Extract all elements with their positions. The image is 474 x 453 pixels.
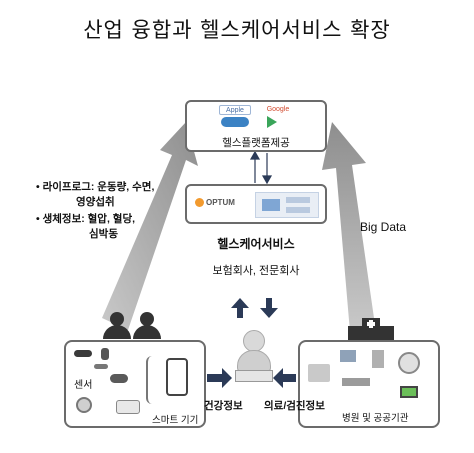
ring-device — [76, 397, 92, 413]
optum-mark-icon — [195, 198, 204, 208]
people-icon — [100, 312, 170, 340]
healthcare-service-label: 헬스케어서비스 — [217, 237, 295, 251]
hospital-panel: 병원 및 공공기관 — [298, 340, 440, 428]
biometric-note: • 생체정보: 혈압, 혈당, 심박동 — [36, 212, 186, 242]
wristband-device — [74, 350, 92, 357]
scanner-device — [398, 352, 420, 374]
optum-logo-text: OPTUM — [206, 198, 235, 207]
lifelog-line-2: 영양섭취 — [76, 196, 115, 208]
bed-device — [342, 378, 370, 386]
bracket-divider — [146, 356, 154, 404]
lifelog-note: • 라이프로그: 운동량, 수면, 영양섭취 — [36, 180, 186, 210]
green-monitor-device — [400, 386, 418, 398]
tracker-device — [110, 374, 128, 383]
healthcare-service-box: OPTUM — [185, 184, 327, 224]
right-block-arrow — [273, 368, 296, 388]
platform-healthcare-arrows — [249, 150, 273, 185]
clip-device — [101, 348, 109, 360]
optum-logo: OPTUM — [195, 198, 235, 208]
smartphone-device — [166, 358, 188, 396]
biometric-line-2: 심박동 — [89, 228, 118, 240]
left-block-arrow — [207, 368, 232, 388]
hospital-icon — [348, 318, 394, 342]
google-play-icon — [267, 116, 277, 128]
monitor-device — [340, 350, 356, 362]
lab-device — [372, 350, 384, 368]
person-laptop-icon — [231, 330, 277, 388]
devices-panel: 센서 스마트 기기 — [64, 340, 206, 428]
lifelog-line-1: • 라이프로그: 운동량, 수면, — [36, 181, 155, 193]
biometric-line-1: • 생체정보: 혈압, 혈당, — [36, 213, 136, 225]
updown-block-arrows — [231, 298, 278, 318]
hospital-label: 병원 및 공공기관 — [342, 413, 409, 424]
band-device — [94, 364, 108, 369]
cuff-device — [116, 400, 140, 414]
medical-kit-device — [308, 364, 330, 382]
sensor-label: 센서 — [74, 380, 93, 391]
right-upward-arrow — [322, 122, 376, 332]
health-platform-label: 헬스플랫폼제공 — [222, 137, 290, 149]
service-screenshot-image — [255, 192, 319, 218]
big-data-label: Big Data — [360, 220, 407, 234]
left-upward-arrow — [102, 122, 198, 330]
medical-info-label: 의료/검진정보 — [264, 400, 325, 412]
smart-device-label: 스마트 기기 — [152, 415, 199, 426]
diagram-title: 산업 융합과 헬스케어서비스 확장 — [83, 18, 391, 42]
healthcare-sub-label: 보험회사, 전문회사 — [212, 265, 300, 277]
health-info-label: 건강정보 — [204, 400, 243, 412]
withings-icon — [221, 117, 249, 127]
apple-logo-chip: Apple — [219, 105, 251, 115]
google-logo-chip: Google — [266, 106, 290, 113]
health-platform-box: Apple Google 헬스플랫폼제공 — [185, 100, 327, 152]
